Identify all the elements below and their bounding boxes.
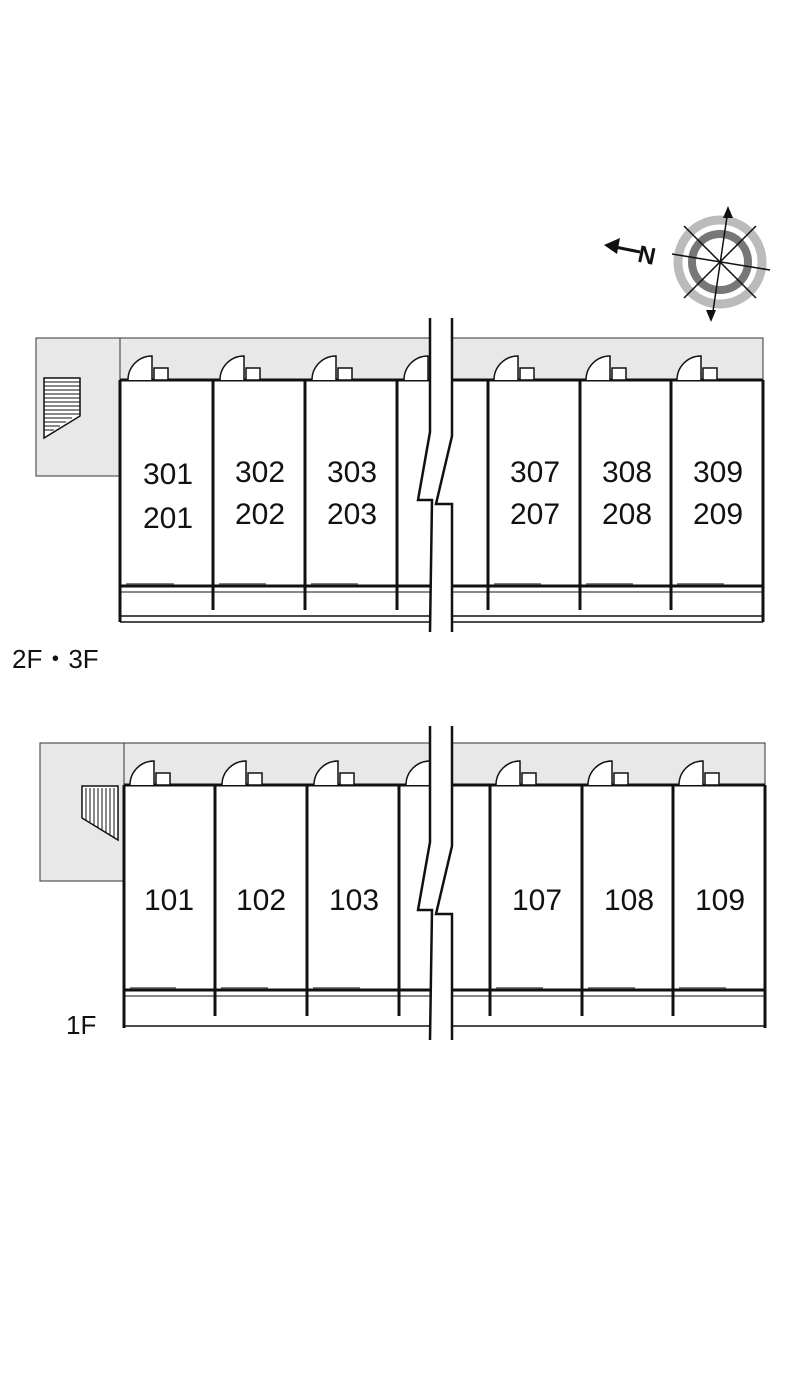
floor-upper: 301 201 302 202 303 203 307 207 308 208 … [12,318,765,674]
compass-outer-ring [673,215,767,309]
floor-ground: 101 102 103 107 108 109 1F [39,726,767,1041]
unit-label: 203 [327,498,377,531]
unit-label: 107 [512,884,562,917]
unit-label: 103 [329,884,379,917]
staircase-icon [43,377,81,440]
unit-label: 109 [695,884,745,917]
unit-label: 208 [602,498,652,531]
unit-label: 101 [144,884,194,917]
unit-label: 307 [510,456,560,489]
unit-label: 202 [235,498,285,531]
compass-spoke-arrow-bottom [706,310,716,322]
north-arrow-icon [604,238,641,254]
unit-label: 303 [327,456,377,489]
staircase-icon [81,785,119,842]
break-symbol-ground [416,726,454,1041]
unit-label: 309 [693,456,743,489]
floor-label-ground: 1F [66,1010,96,1040]
compass-inner-ring [688,230,752,294]
compass-spoke-arrow-top [723,206,733,218]
unit-labels-ground: 101 102 103 107 108 109 [144,884,745,917]
door-icons-upper [127,355,718,381]
unit-label: 209 [693,498,743,531]
unit-label: 102 [236,884,286,917]
compass: N [604,206,771,322]
unit-label: 301 [143,458,193,491]
compass-spokes [671,209,771,319]
unit-labels-upper: 301 201 302 202 303 203 307 207 308 208 … [143,456,743,535]
unit-label: 201 [143,502,193,535]
compass-north-label: N [635,241,658,271]
unit-label: 207 [510,498,560,531]
floor-label-upper: 2F・3F [12,644,99,674]
unit-label: 308 [602,456,652,489]
break-symbol-upper [416,318,454,633]
unit-label: 108 [604,884,654,917]
unit-label: 302 [235,456,285,489]
